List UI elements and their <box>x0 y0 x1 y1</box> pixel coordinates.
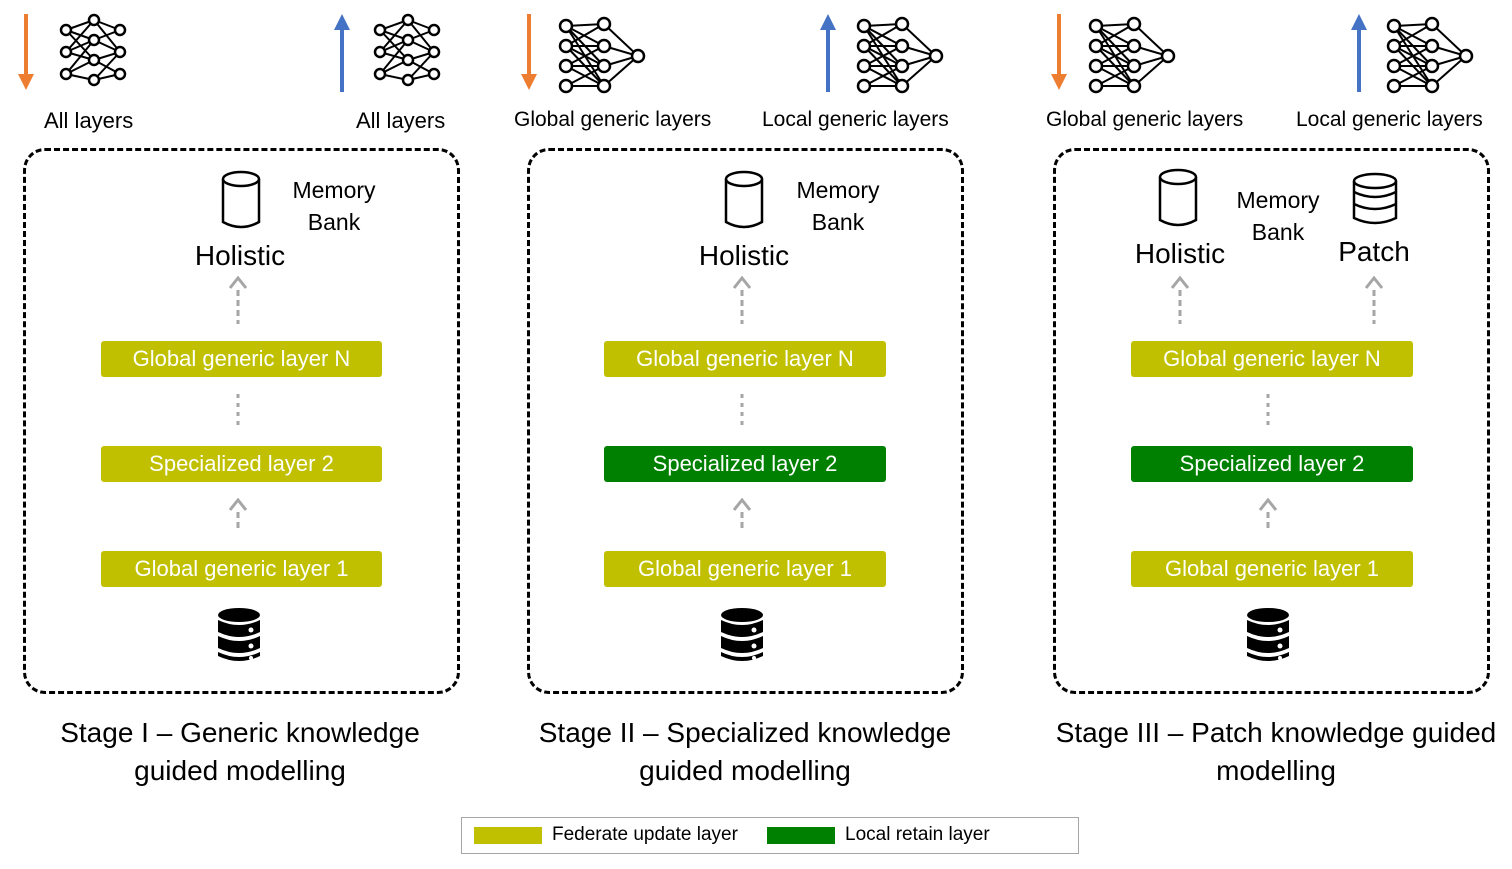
stage-3-client-box <box>1053 148 1490 694</box>
neural-network-icon <box>1386 16 1474 94</box>
database-icon <box>721 608 763 661</box>
layer-mid: Specialized layer 2 <box>1131 446 1413 482</box>
memory-cylinder-icon <box>221 170 261 229</box>
upload-arrow-icon <box>820 14 836 92</box>
holistic-label: Holistic <box>194 240 286 271</box>
upload-arrow-icon <box>1351 14 1367 92</box>
stage-1-client-box <box>23 148 460 694</box>
download-arrow-icon <box>521 14 537 90</box>
layer-bottom: Global generic layer 1 <box>101 551 382 587</box>
memory-bank-label: Memory Bank <box>292 177 376 235</box>
layer-mid: Specialized layer 2 <box>101 446 382 482</box>
patch-label: Patch <box>1338 236 1410 267</box>
download-label: All layers <box>44 108 134 133</box>
layer-bottom: Global generic layer 1 <box>604 551 886 587</box>
neural-network-icon <box>373 13 441 87</box>
patch-database-icon <box>1352 172 1398 225</box>
neural-network-icon <box>558 16 646 94</box>
neural-network-icon <box>856 16 944 94</box>
upward-dashed-arrow-icon <box>1170 276 1190 326</box>
upward-dashed-arrow-icon <box>228 498 248 534</box>
stage-3-caption: Stage III – Patch knowledge guided model… <box>1055 717 1497 786</box>
stage-1-caption: Stage I – Generic knowledge guided model… <box>60 717 420 786</box>
legend-federate-label: Federate update layer <box>552 824 738 845</box>
holistic-label: Holistic <box>698 240 790 271</box>
upload-label: All layers <box>356 108 446 133</box>
neural-network-icon <box>59 13 127 87</box>
download-arrow-icon <box>1051 14 1067 90</box>
upward-dashed-arrow-icon <box>228 276 248 326</box>
layer-mid: Specialized layer 2 <box>604 446 886 482</box>
vertical-ellipsis-icon <box>1266 394 1270 430</box>
download-label: Global generic layers <box>1046 108 1244 131</box>
upward-dashed-arrow-icon <box>1364 276 1384 326</box>
download-label: Global generic layers <box>514 108 712 131</box>
memory-bank-label: Memory Bank <box>1236 187 1320 245</box>
holistic-label: Holistic <box>1134 238 1226 269</box>
neural-network-icon <box>1088 16 1176 94</box>
vertical-ellipsis-icon <box>236 394 240 430</box>
database-icon <box>218 608 260 661</box>
upward-dashed-arrow-icon <box>1258 498 1278 534</box>
layer-top: Global generic layer N <box>101 341 382 377</box>
legend-local-swatch <box>767 827 835 844</box>
layer-bottom: Global generic layer 1 <box>1131 551 1413 587</box>
database-icon <box>1247 608 1289 661</box>
upload-label: Local generic layers <box>1296 108 1483 131</box>
stage-2-client-box <box>527 148 964 694</box>
vertical-ellipsis-icon <box>740 394 744 430</box>
memory-cylinder-icon <box>1158 168 1198 227</box>
upload-label: Local generic layers <box>762 108 949 131</box>
legend-federate-swatch <box>474 827 542 844</box>
upload-arrow-icon <box>334 14 350 92</box>
download-arrow-icon <box>18 14 34 90</box>
memory-bank-label: Memory Bank <box>796 177 880 235</box>
upward-dashed-arrow-icon <box>732 498 752 534</box>
layer-top: Global generic layer N <box>604 341 886 377</box>
layer-top: Global generic layer N <box>1131 341 1413 377</box>
stage-2-caption: Stage II – Specialized knowledge guided … <box>538 717 952 786</box>
legend: Federate update layer Local retain layer <box>461 817 1079 854</box>
legend-local-label: Local retain layer <box>845 824 990 845</box>
memory-cylinder-icon <box>724 170 764 229</box>
upward-dashed-arrow-icon <box>732 276 752 326</box>
